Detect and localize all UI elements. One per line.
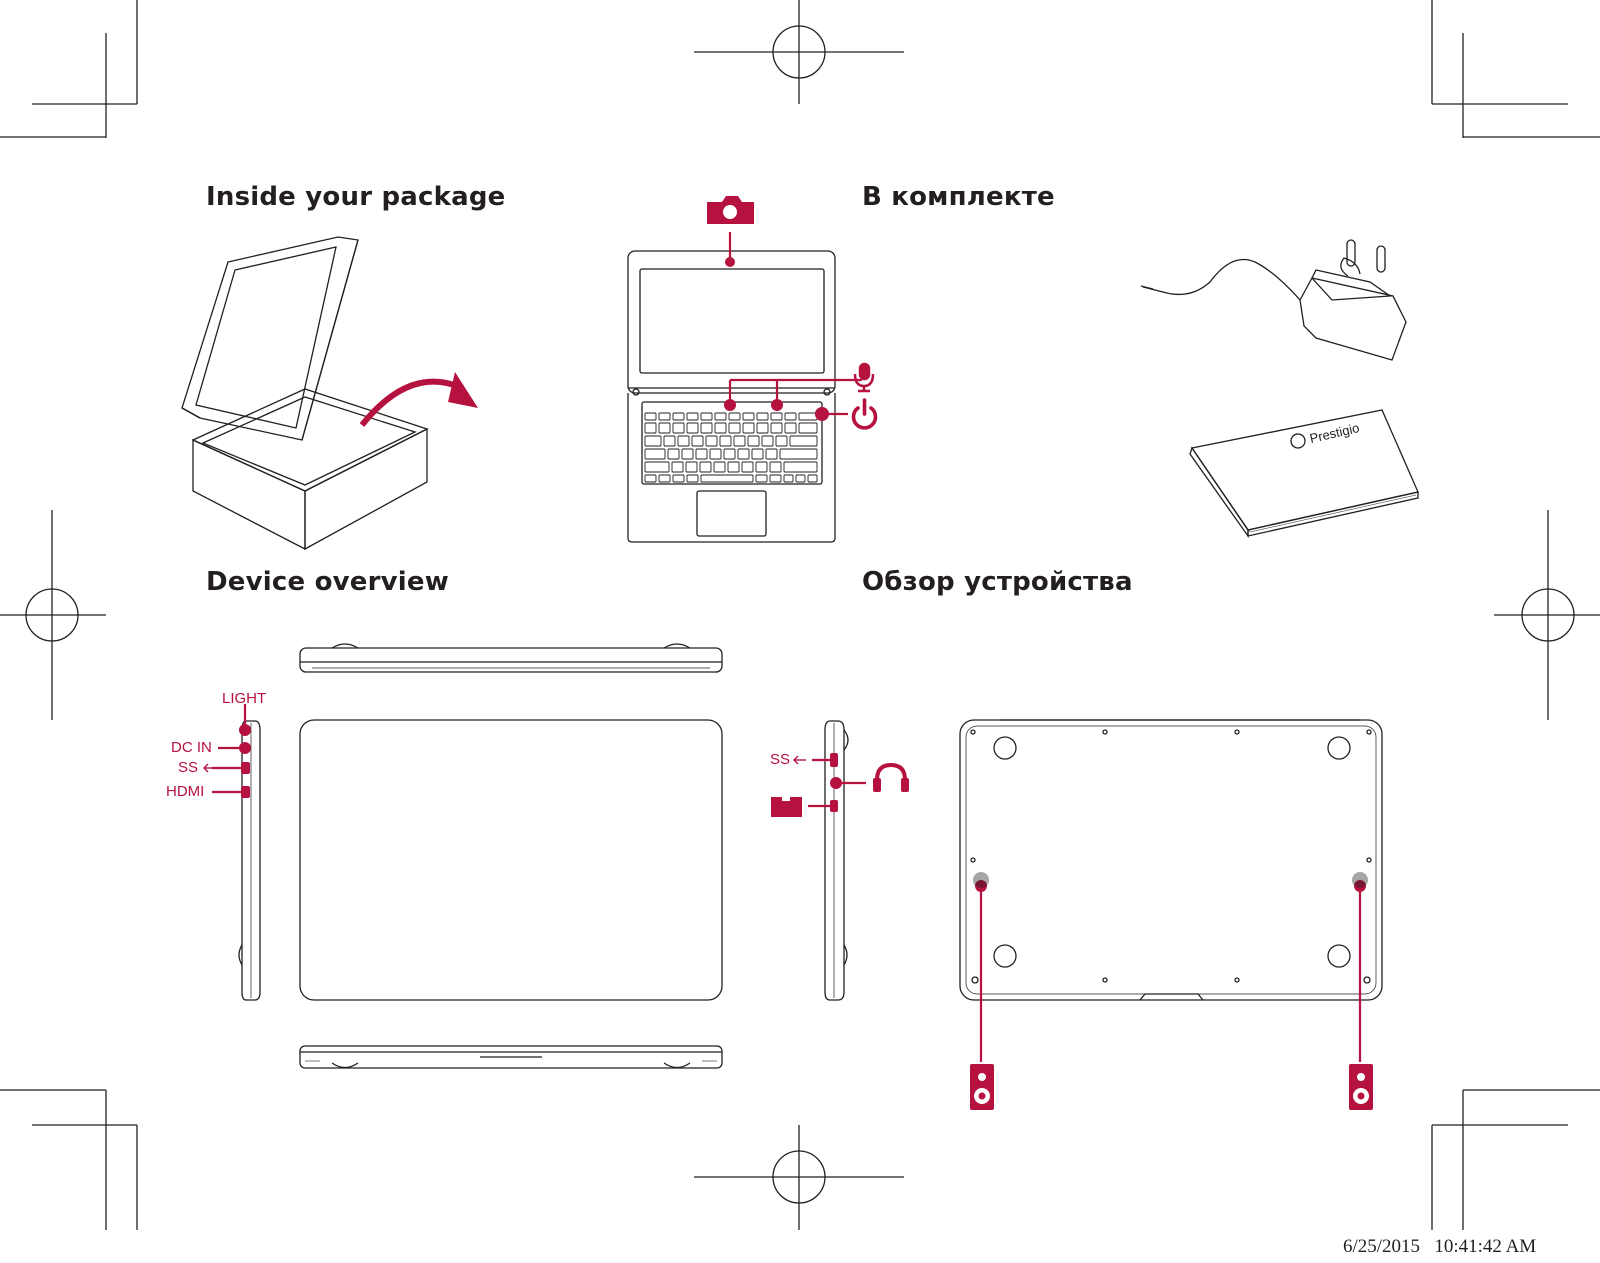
laptop-lid-view	[299, 719, 723, 1001]
heading-package-ru: В комплекте	[862, 182, 1055, 212]
prestigio-logo: Prestigio	[1290, 420, 1361, 449]
usb-icon	[203, 755, 806, 773]
heading-overview-ru: Обзор устройства	[862, 567, 1133, 597]
registration-marks	[0, 0, 1600, 1230]
laptop-underside-view	[959, 719, 1383, 1001]
package-box-illustration	[181, 236, 429, 551]
crop-marks	[0, 0, 1600, 1230]
heading-device-overview: Device overview	[206, 567, 449, 597]
label-usb-left: SS	[178, 759, 199, 776]
power-icon	[851, 398, 878, 430]
microsd-card-icon	[771, 797, 802, 817]
brand-text: Prestigio	[1308, 420, 1361, 446]
camera-icon	[707, 196, 754, 224]
laptop-top-edge-view	[299, 643, 723, 673]
laptop-front-edge-view	[299, 1045, 723, 1069]
headphones-icon	[873, 762, 909, 792]
laptop-front-illustration	[627, 250, 836, 543]
print-time: 10:41:42 AM	[1434, 1236, 1537, 1257]
label-usb-right: SS	[770, 751, 791, 768]
arrow-head	[448, 372, 478, 408]
manual-booklet-illustration	[1189, 409, 1419, 539]
laptop-right-side-view	[824, 720, 849, 1001]
heading-inside-package: Inside your package	[206, 182, 506, 212]
microphone-icon	[853, 362, 875, 393]
print-timestamp: 6/25/2015 10:41:42 AM	[1343, 1236, 1536, 1258]
speaker-icon	[970, 1064, 994, 1110]
print-date: 6/25/2015	[1343, 1236, 1421, 1257]
speaker-icon	[1349, 1064, 1373, 1110]
unpack-arrow	[359, 378, 464, 427]
label-hdmi: HDMI	[166, 783, 205, 800]
power-adapter-illustration	[1140, 239, 1407, 361]
label-dc-in: DC IN	[171, 739, 212, 756]
label-light: LIGHT	[222, 690, 267, 707]
